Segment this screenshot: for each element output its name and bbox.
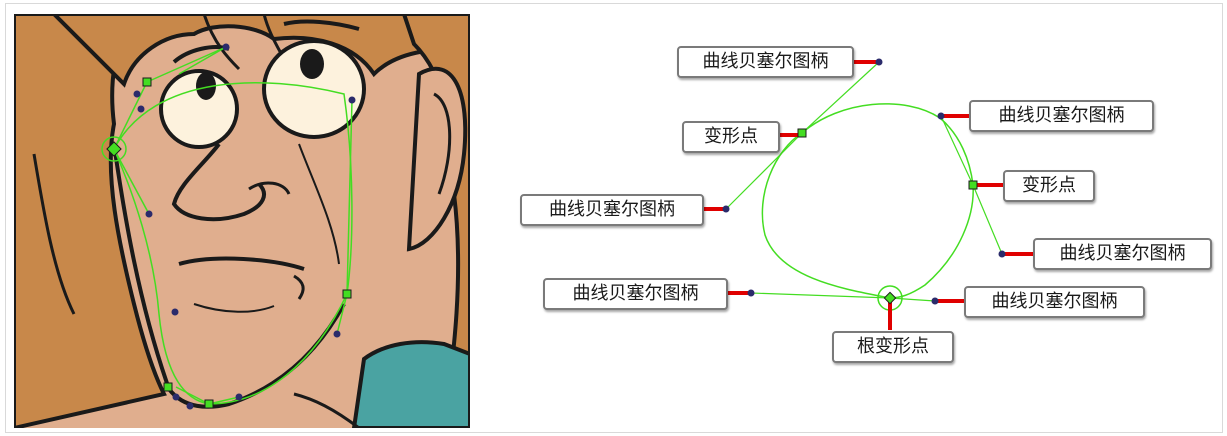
diagram-control-points bbox=[722, 58, 1006, 305]
callout-bottom-right-handle: 曲线贝塞尔图柄 bbox=[964, 286, 1145, 318]
handle-dot-right-top bbox=[937, 112, 945, 120]
callout-left-handle: 曲线贝塞尔图柄 bbox=[520, 194, 704, 226]
callout-bottom-left-handle: 曲线贝塞尔图柄 bbox=[543, 278, 728, 310]
eye-left bbox=[159, 69, 239, 149]
hair-top bbox=[51, 14, 470, 88]
eye-right bbox=[262, 39, 366, 139]
mouth bbox=[178, 256, 305, 271]
shirt bbox=[351, 340, 470, 428]
nose bbox=[171, 142, 266, 222]
jaw bbox=[112, 143, 346, 409]
bezier-handle-lines bbox=[725, 61, 1003, 302]
deformation-curve-overlay bbox=[101, 46, 353, 405]
character-illustration bbox=[14, 14, 470, 428]
handle-dot-bottom-left bbox=[747, 289, 755, 297]
closed-curve bbox=[761, 103, 974, 299]
deform-point-right bbox=[968, 180, 978, 190]
callout-top-handle: 曲线贝塞尔图柄 bbox=[677, 46, 854, 78]
handle-dot-right-lower bbox=[998, 250, 1006, 258]
curve-control-points bbox=[106, 43, 356, 410]
handle-dot-bottom-right bbox=[931, 297, 939, 305]
ear bbox=[406, 66, 468, 252]
callout-root-deform: 根变形点 bbox=[832, 331, 954, 363]
callout-right-top-handle: 曲线贝塞尔图柄 bbox=[969, 100, 1154, 132]
handle-dot-left bbox=[722, 205, 730, 213]
handle-dot-top bbox=[875, 58, 883, 66]
callout-left-deform: 变形点 bbox=[682, 121, 780, 153]
deform-point-left bbox=[797, 128, 807, 138]
root-deform-point bbox=[883, 291, 897, 305]
callout-right-lower-handle: 曲线贝塞尔图柄 bbox=[1033, 238, 1212, 270]
callout-right-deform: 变形点 bbox=[1003, 170, 1095, 202]
